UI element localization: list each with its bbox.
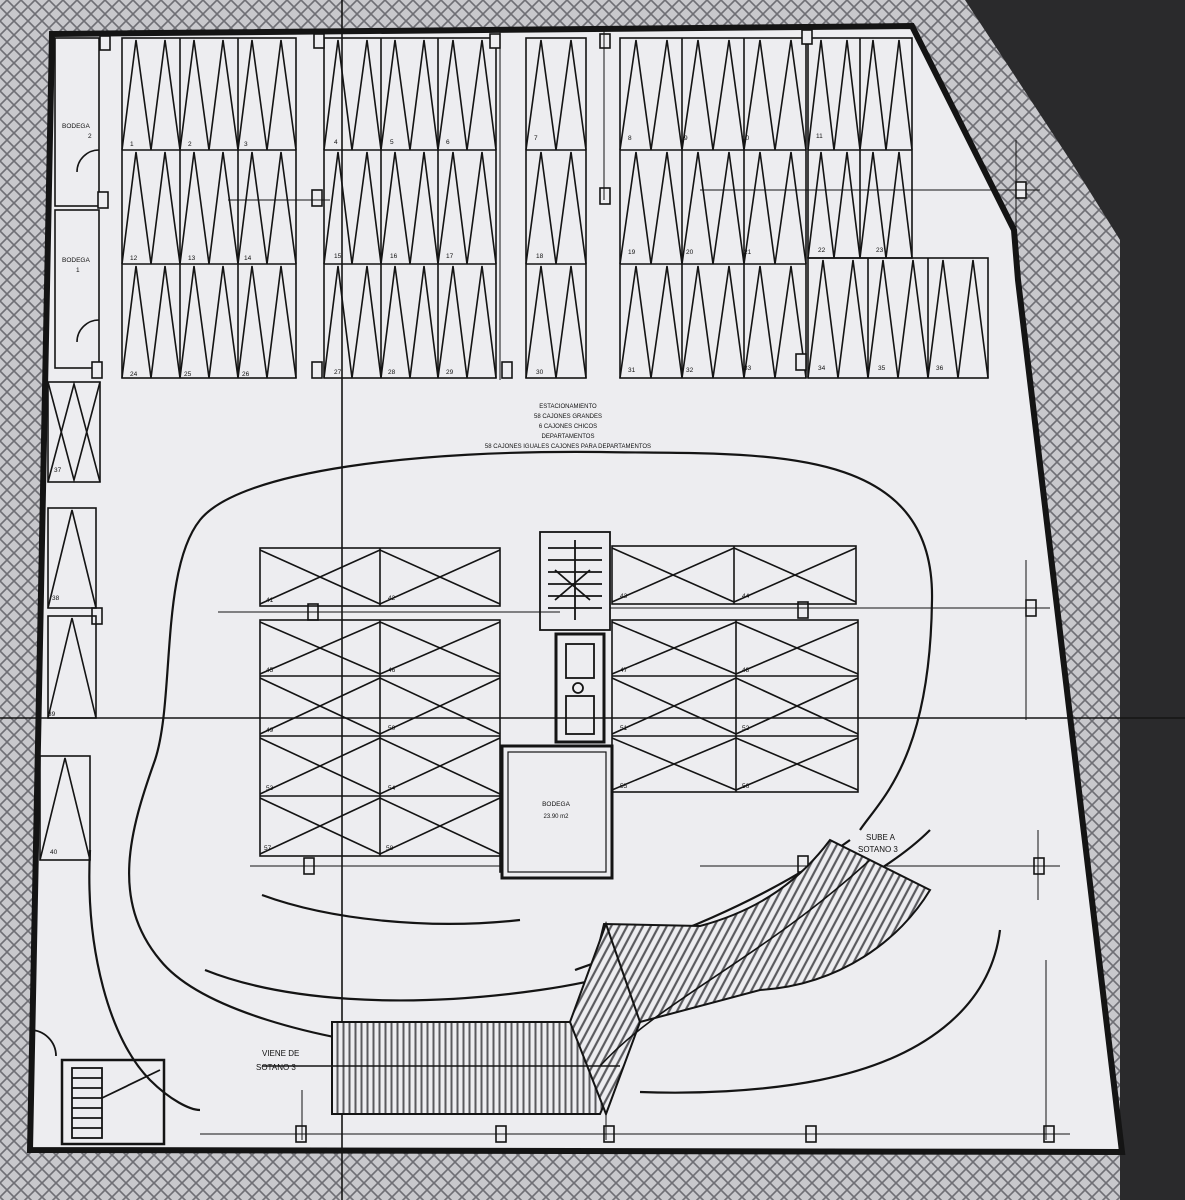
- ramp-from-label-2: SOTANO 3: [256, 1063, 296, 1072]
- space-25: 25: [184, 371, 192, 378]
- space-36: 36: [936, 365, 944, 372]
- space-4: 4: [334, 139, 338, 146]
- space-29: 29: [446, 369, 454, 376]
- space-6: 6: [446, 139, 450, 146]
- central-storage-area: 23.90 m2: [543, 814, 569, 820]
- storage-2-label: BODEGA: [62, 123, 90, 130]
- space-26: 26: [242, 371, 250, 378]
- space-40: 40: [50, 849, 58, 856]
- storage-1-number: 1: [76, 267, 80, 274]
- space-20: 20: [686, 249, 694, 256]
- space-11: 11: [816, 133, 823, 140]
- ramp-straight: [331, 1021, 642, 1115]
- core-stair-elevators: [539, 531, 611, 744]
- space-9: 9: [684, 135, 688, 142]
- space-50: 50: [388, 725, 396, 732]
- central-parking-blocks: [259, 545, 859, 857]
- dark-street-band: [965, 0, 1185, 1200]
- space-54: 54: [388, 785, 396, 792]
- ramp-from-label-1: VIENE DE: [262, 1049, 299, 1058]
- space-14: 14: [244, 255, 252, 262]
- space-56: 56: [742, 783, 750, 790]
- storage-rooms: [54, 37, 100, 369]
- central-storage-inner: [507, 751, 607, 873]
- space-33: 33: [744, 365, 752, 372]
- space-35: 35: [878, 365, 886, 372]
- space-5: 5: [390, 139, 394, 146]
- space-55: 55: [620, 783, 628, 790]
- ramp-up-label-2: SOTANO 3: [858, 845, 898, 854]
- space-15: 15: [334, 253, 342, 260]
- summary-line-4: DEPARTAMENTOS: [542, 434, 595, 440]
- left-parking-bays: [39, 380, 101, 861]
- parking-summary: ESTACIONAMIENTO 58 CAJONES GRANDES 6 CAJ…: [485, 404, 651, 450]
- space-3: 3: [244, 141, 248, 148]
- space-21: 21: [744, 249, 752, 256]
- space-51: 51: [620, 725, 628, 732]
- space-24: 24: [130, 371, 138, 378]
- top-parking-blocks: [121, 37, 989, 379]
- space-42: 42: [388, 595, 396, 602]
- summary-line-5: 58 CAJONES IGUALES CAJONES PARA DEPARTAM…: [485, 444, 651, 450]
- summary-line-1: ESTACIONAMIENTO: [539, 404, 597, 410]
- space-38: 38: [52, 595, 60, 602]
- space-44: 44: [742, 593, 750, 600]
- space-41: 41: [266, 597, 274, 604]
- storage-2-number: 2: [88, 133, 92, 140]
- ramp-curved: [578, 838, 932, 1023]
- space-32: 32: [686, 367, 694, 374]
- space-7: 7: [534, 135, 538, 142]
- space-8: 8: [628, 135, 632, 142]
- space-23: 23: [876, 247, 884, 254]
- space-45: 45: [266, 667, 274, 674]
- space-17: 17: [446, 253, 454, 260]
- ramp-edge-curve-3: [639, 929, 1002, 1094]
- space-1: 1: [130, 141, 134, 148]
- circulation-loop-inner: [128, 450, 934, 1052]
- space-52: 52: [742, 725, 750, 732]
- space-13: 13: [188, 255, 196, 262]
- ramp-up-label-1: SUBE A: [866, 833, 896, 842]
- space-48: 48: [742, 667, 750, 674]
- circulation-loop-outer: [88, 849, 201, 1112]
- space-12: 12: [130, 255, 138, 262]
- space-16: 16: [390, 253, 398, 260]
- ramp-edge-curve-2: [261, 893, 521, 925]
- ramp-direction-line: [262, 859, 871, 1067]
- space-47: 47: [620, 667, 628, 674]
- space-39: 39: [48, 711, 56, 718]
- exit-stair: [29, 1029, 166, 1146]
- summary-line-3: 6 CAJONES CHICOS: [539, 424, 597, 430]
- space-57: 57: [264, 845, 272, 852]
- space-30: 30: [536, 369, 544, 376]
- storage-1-label: BODEGA: [62, 257, 90, 264]
- space-22: 22: [818, 247, 826, 254]
- space-37: 37: [54, 467, 62, 474]
- space-10: 10: [742, 135, 750, 142]
- space-43: 43: [620, 593, 628, 600]
- space-34: 34: [818, 365, 826, 372]
- space-46: 46: [388, 667, 396, 674]
- space-28: 28: [388, 369, 396, 376]
- central-storage-room: [500, 744, 614, 880]
- space-2: 2: [188, 141, 192, 148]
- space-19: 19: [628, 249, 636, 256]
- space-numbers: 1 2 3 4 5 6 7 8 9 10 11 12 13 14 15 16 1…: [48, 133, 944, 856]
- summary-line-2: 58 CAJONES GRANDES: [534, 414, 602, 420]
- space-49: 49: [266, 727, 274, 734]
- space-31: 31: [628, 367, 636, 374]
- space-58: 58: [386, 845, 394, 852]
- central-storage-label: BODEGA: [542, 801, 570, 808]
- space-27: 27: [334, 369, 342, 376]
- space-53: 53: [266, 785, 274, 792]
- space-18: 18: [536, 253, 544, 260]
